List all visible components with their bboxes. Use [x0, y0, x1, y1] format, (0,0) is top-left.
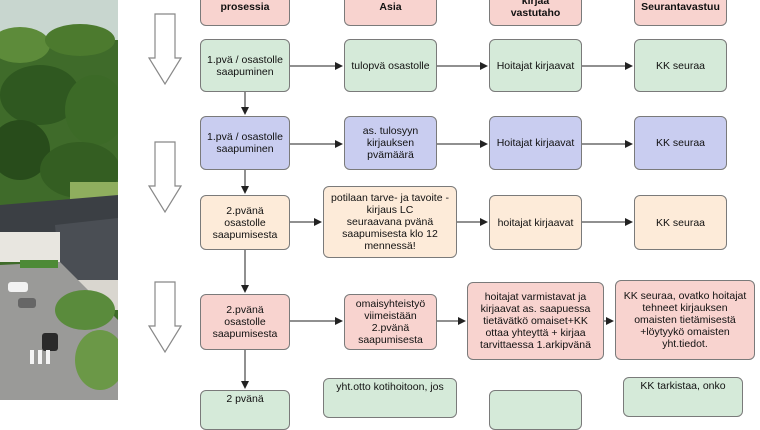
- row1-process: 1.pvä / osastolle saapuminen: [200, 39, 290, 92]
- down-arrow-icon: [147, 140, 183, 221]
- row3-responsible: hoitajat kirjaavat: [489, 195, 582, 250]
- row5-followup: KK tarkistaa, onko: [623, 377, 743, 417]
- row4-process: 2.pvänä osastolle saapumisesta: [200, 294, 290, 350]
- header-followup: Seurantavastuu: [634, 0, 727, 26]
- row4-topic: omaisyhteistyö viimeistään 2.pvänä saapu…: [344, 294, 437, 350]
- aerial-photo: [0, 0, 118, 400]
- header-topic: Asia: [344, 0, 437, 26]
- row2-process: 1.pvä / osastolle saapuminen: [200, 116, 290, 170]
- row1-responsible: Hoitajat kirjaavat: [489, 39, 582, 92]
- row1-followup: KK seuraa: [634, 39, 727, 92]
- header-process: prosessia: [200, 0, 290, 26]
- row2-topic: as. tulosyyn kirjauksen pvämäärä: [344, 116, 437, 170]
- row4-responsible: hoitajat varmistavat ja kirjaavat as. sa…: [467, 282, 604, 360]
- connectors: [241, 62, 633, 389]
- header-responsible: kirjaa vastutaho: [489, 0, 582, 26]
- row3-followup: KK seuraa: [634, 195, 727, 250]
- row3-process: 2.pvänä osastolle saapumisesta: [200, 195, 290, 250]
- row4-followup: KK seuraa, ovatko hoitajat tehneet kirja…: [615, 280, 755, 360]
- row2-responsible: Hoitajat kirjaavat: [489, 116, 582, 170]
- row1-topic: tulopvä osastolle: [344, 39, 437, 92]
- row5-topic: yht.otto kotihoitoon, jos: [323, 378, 457, 418]
- down-arrow-icon: [147, 12, 183, 93]
- row2-followup: KK seuraa: [634, 116, 727, 170]
- down-arrow-icon: [147, 280, 183, 361]
- row5-process: 2 pvänä: [200, 390, 290, 430]
- row3-topic: potilaan tarve- ja tavoite - kirjaus LC …: [323, 186, 457, 258]
- row5-responsible: [489, 390, 582, 430]
